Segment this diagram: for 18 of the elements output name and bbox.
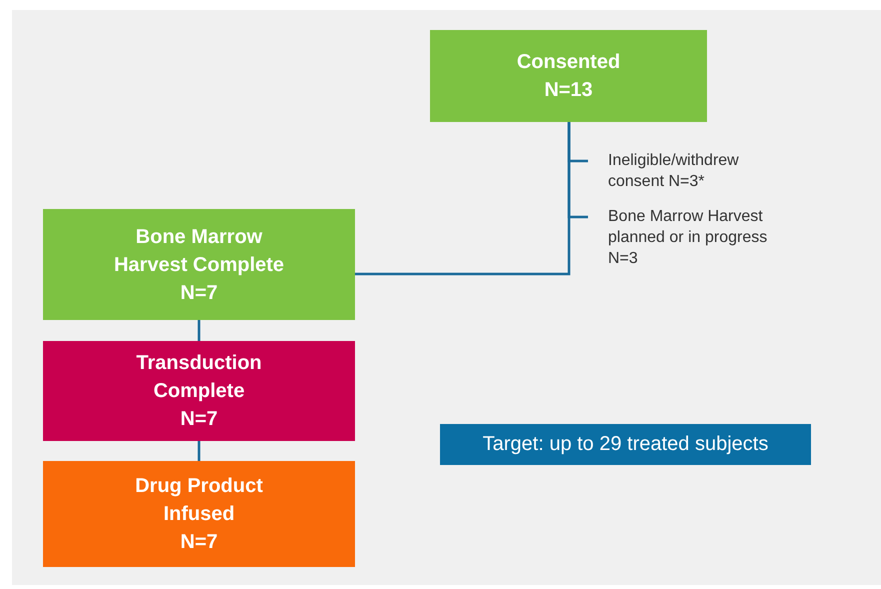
box-title: Transduction Complete — [135, 351, 263, 404]
process-box — [43, 341, 355, 441]
connector-line — [198, 441, 200, 461]
process-box — [430, 30, 707, 122]
box-title: Drug Product Infused — [134, 474, 264, 527]
connector-line — [198, 320, 200, 341]
connector-line — [355, 122, 570, 276]
note-text: Bone Marrow Harvest planned or in progress N=3 — [588, 206, 793, 276]
process-box — [43, 209, 355, 320]
target-banner: Target: up to 29 treated subjects — [440, 424, 811, 465]
count-text: N=7 — [180, 530, 218, 555]
process-box — [43, 461, 355, 567]
box-title: Bone Marrow Harvest Complete — [112, 224, 286, 278]
count-text: N=7 — [180, 407, 218, 432]
note-text: Ineligible/withdrew consent N=3* — [588, 150, 793, 192]
box-title: Consented — [516, 50, 620, 75]
count-text: N=13 — [544, 78, 593, 103]
count-text: N=7 — [180, 280, 218, 306]
